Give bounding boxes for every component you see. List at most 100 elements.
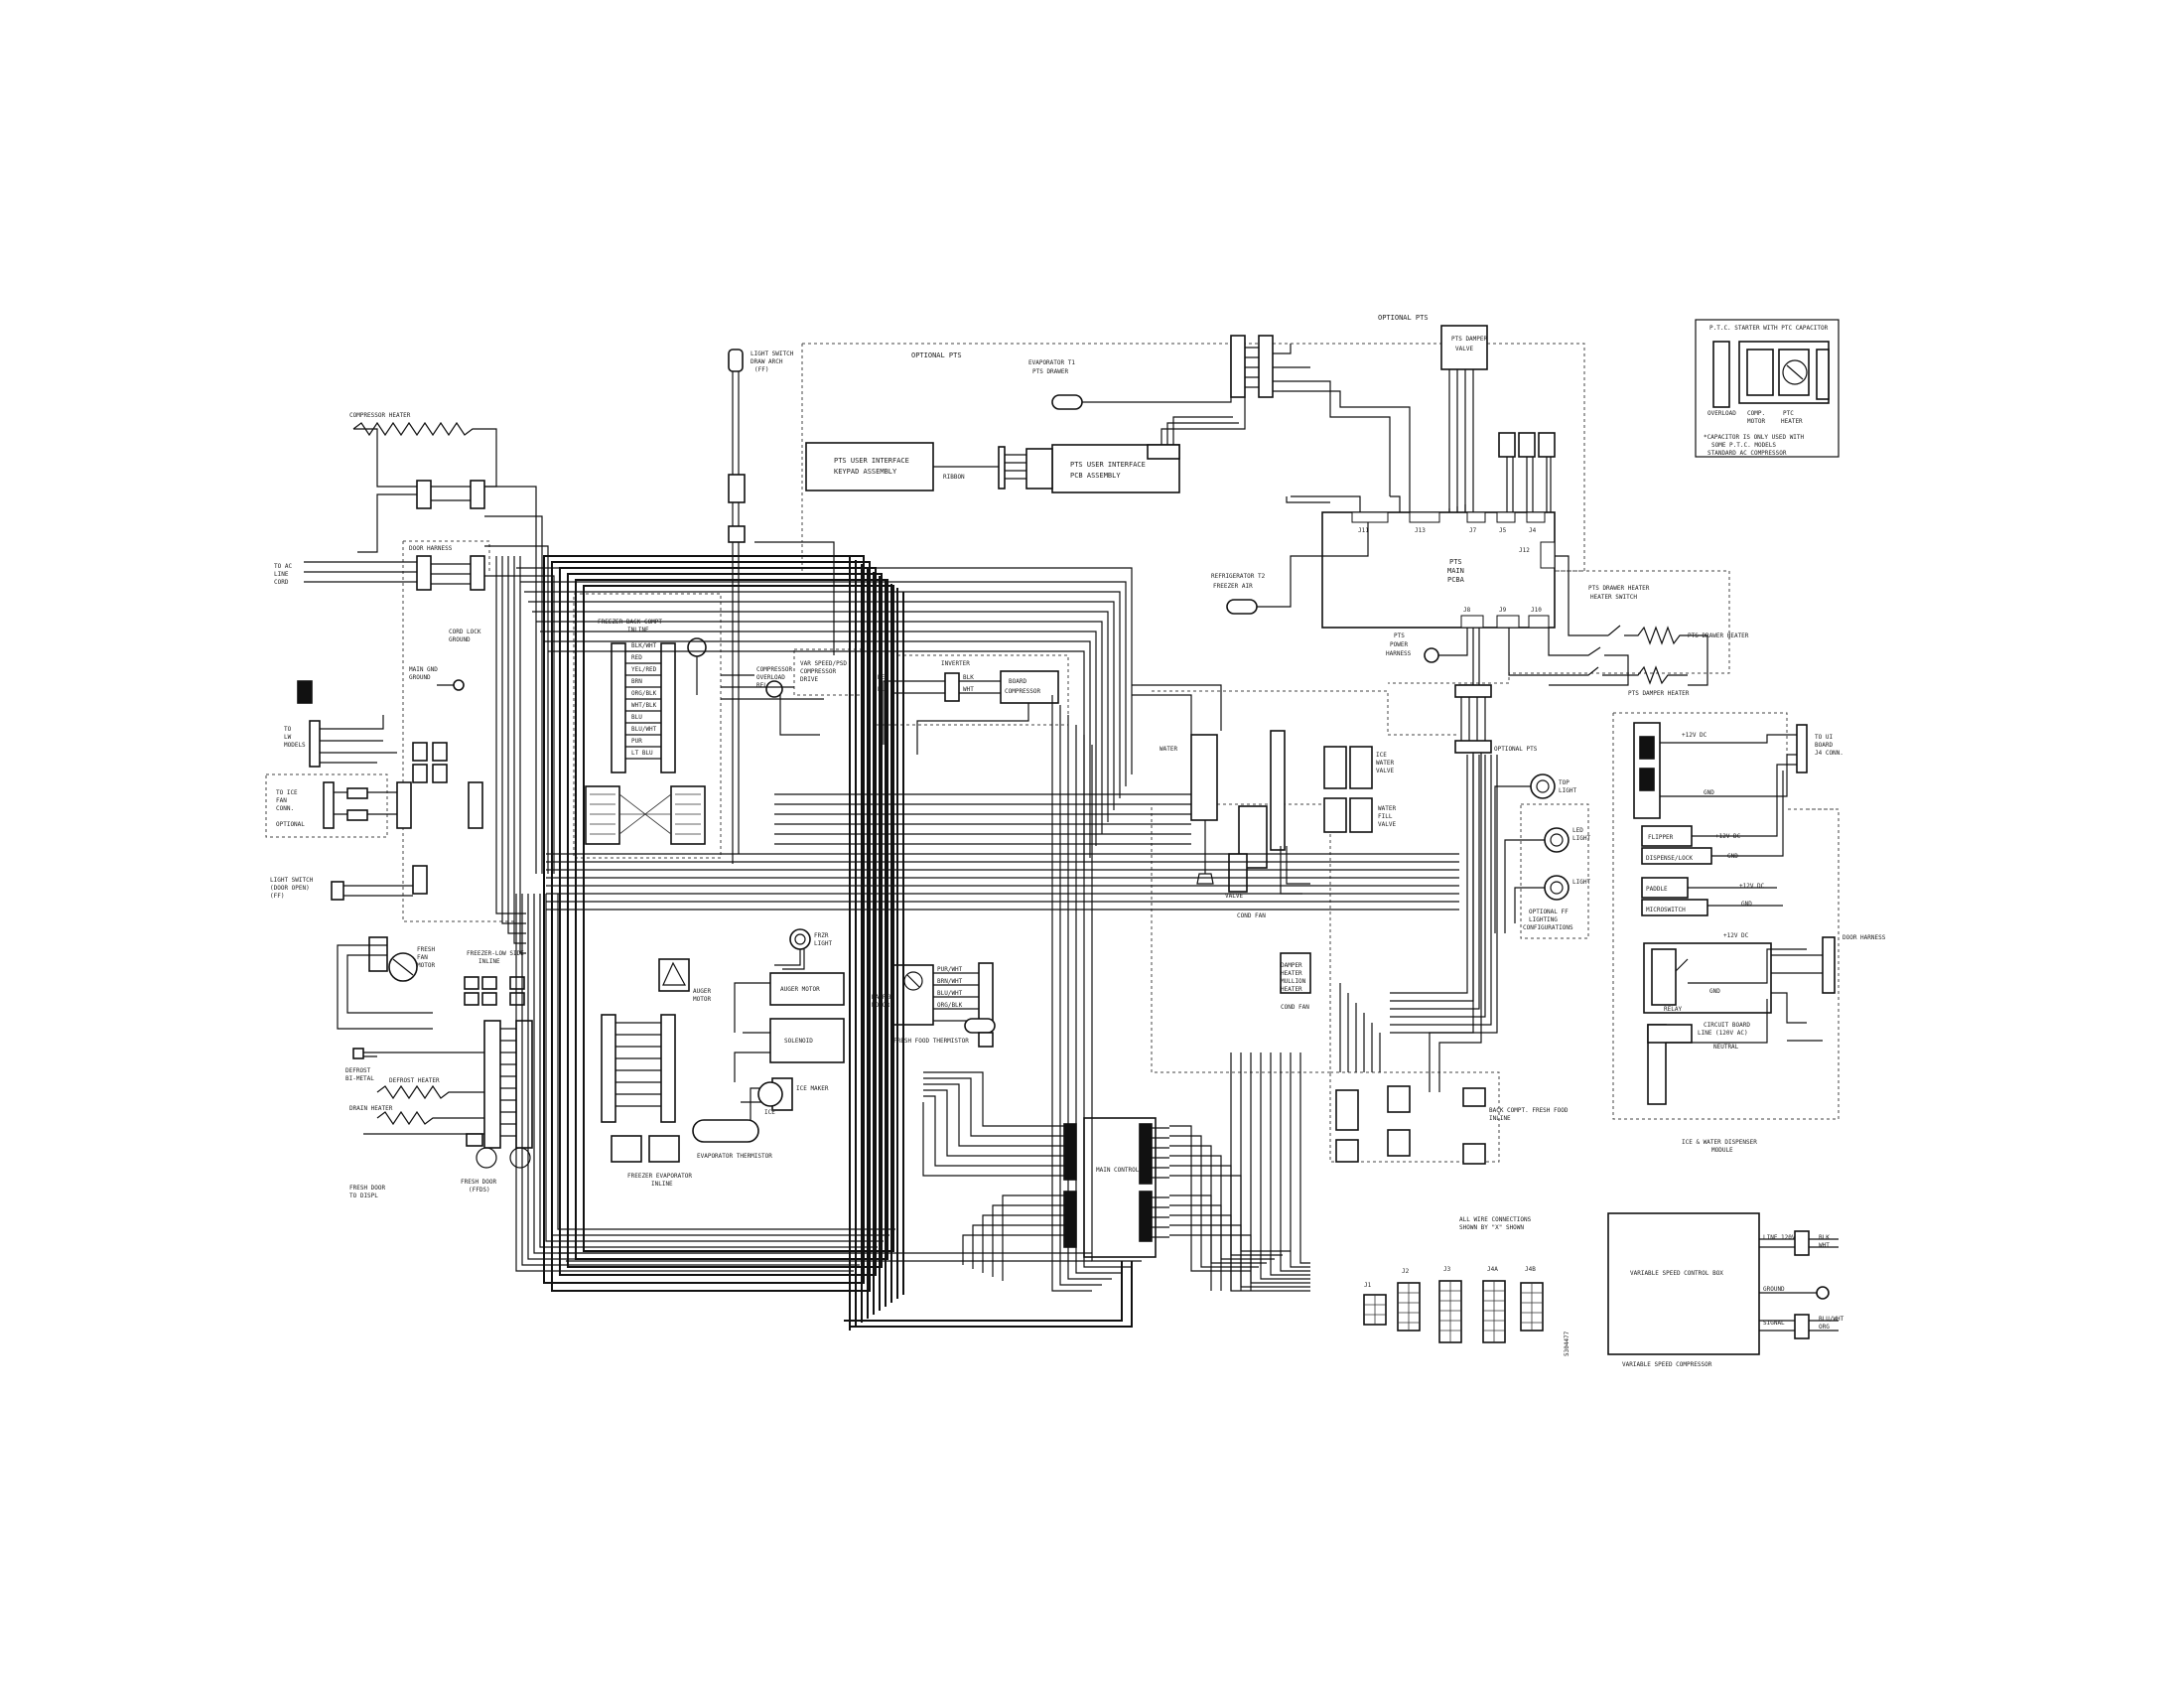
harness-wire — [1390, 755, 1498, 1034]
freezer-back-wire-yel: YEL/RED — [631, 666, 657, 673]
all-wire-label-2: SHOWN BY "X" SHOWN — [1459, 1224, 1524, 1231]
harness-wire — [484, 545, 549, 874]
drain-heater-label: DRAIN HEATER — [349, 1105, 393, 1112]
variable-speed-label-2: VARIABLE SPEED COMPRESSOR — [1622, 1361, 1712, 1368]
fan-connector-d — [432, 764, 448, 783]
inverter-wire-wht: WHT — [963, 686, 974, 693]
pts-j12-header — [1540, 541, 1556, 569]
keypad-label-2: KEYPAD ASSEMBLY — [834, 468, 897, 476]
water-fill-valve-b — [1349, 797, 1373, 833]
harness-wire — [532, 611, 1109, 822]
gnd-label-1: GND — [1704, 789, 1714, 796]
harness-wire — [583, 585, 894, 1252]
freezer-light-label: FRZR — [814, 932, 829, 939]
left-section: COMPRESSOR HEATER TO AC LINE CORD DOOR H… — [270, 412, 533, 1199]
gnd-label-4: GND — [1709, 988, 1720, 995]
variable-speed-label-1: VARIABLE SPEED CONTROL BOX — [1630, 1270, 1723, 1277]
fresh-food-thermistor-label: FRESH FOOD THERMISTOR — [893, 1038, 969, 1045]
harness-wire — [484, 515, 543, 874]
variable-speed-control-box — [1607, 1212, 1760, 1355]
main-j3-header — [1139, 1123, 1153, 1185]
freezer-back-label-2: INLINE — [627, 627, 649, 633]
harness-wire — [1059, 705, 1102, 1286]
vs-signal-label: SIGNAL — [1763, 1320, 1785, 1327]
harness-wire — [962, 1234, 1050, 1265]
pts-main-label-2: MAIN — [1447, 567, 1464, 575]
evaporator-t1-label: EVAPORATOR T1 — [1028, 359, 1075, 366]
led-light-label-2: LIGHT — [1572, 835, 1590, 842]
to-ui-label-1: TO UI — [1815, 734, 1833, 741]
back-compt-conn-f — [1462, 1143, 1486, 1165]
ice-fan-connector — [323, 781, 335, 829]
harness-wire — [539, 894, 878, 1248]
freezer-light-label-2: LIGHT — [814, 940, 832, 947]
legend-j4b: J4B — [1525, 1266, 1536, 1273]
light-switch: LIGHT SWITCH DRAW ARCH (FF) — [728, 349, 794, 864]
harness-wire — [551, 894, 889, 1236]
compressor-label-1: COMPRESSOR — [756, 666, 793, 673]
lw-connector — [309, 720, 321, 768]
ground-module — [297, 680, 313, 704]
vs-wire-blu: BLU/WHT — [1819, 1316, 1844, 1323]
back-compt: BACK COMPT. FRESH FOOD INLINE — [1335, 1085, 1569, 1165]
freezer-evap-label-1: FREEZER EVAPORATOR — [627, 1173, 692, 1180]
pts-relay-1 — [1498, 432, 1516, 458]
freezer-evap-label-2: INLINE — [651, 1181, 673, 1188]
led-light-2-icon — [1544, 875, 1570, 901]
main-j2-header — [1063, 1191, 1077, 1248]
defrost-bi-label-2: BI-METAL — [345, 1075, 374, 1082]
ptc-heater-box — [1778, 349, 1810, 396]
damper-heater-label-2: HEATER — [1281, 970, 1302, 977]
keypad-ribbon-connector — [998, 446, 1006, 490]
freezer-evap-plug-b — [648, 1135, 680, 1163]
fan-plug-d — [464, 992, 479, 1006]
circuit-board-label-2: LINE (120V AC) — [1698, 1030, 1748, 1037]
pts-j8-header — [1460, 615, 1484, 629]
harness-wire — [1067, 715, 1112, 1280]
to-ice-label-3: CONN. — [276, 805, 294, 812]
inverter-label-3: COMPRESSOR — [1005, 688, 1041, 695]
pts-j11-header — [1351, 511, 1389, 523]
harness-wire — [557, 894, 895, 1230]
harness-wire — [1169, 1165, 1283, 1256]
pts-main-label-3: PCBA — [1447, 576, 1465, 584]
auger-motor-label: AUGER MOTOR — [780, 986, 820, 993]
door-harness-right-label: DOOR HARNESS — [1843, 934, 1886, 941]
cord-lock-label-2: GROUND — [449, 636, 471, 643]
legend-j2: J2 — [1402, 1268, 1410, 1275]
paddle-switch-body — [1641, 899, 1708, 916]
harness-wire — [1169, 1175, 1291, 1252]
optional-lighting-label-1: OPTIONAL FF — [1529, 909, 1569, 915]
pts-j13-header — [1409, 511, 1440, 523]
ui-pcb-connector — [1025, 448, 1053, 490]
freezer-back-connector-b — [660, 642, 676, 773]
evap-thermistor-label: EVAPORATOR THERMISTOR — [697, 1153, 772, 1160]
freezer-low-inline-connector-b — [515, 1020, 533, 1149]
to-ac-label-2: LINE — [274, 571, 289, 578]
harness-wire — [1169, 1125, 1251, 1272]
vs-wire-wht: WHT — [1819, 1242, 1830, 1249]
harness-wire — [521, 894, 860, 1266]
ice-fan-conn-main — [396, 781, 412, 829]
fan-connector-c — [412, 764, 428, 783]
freezer-back-wire-org: ORG/BLK — [631, 690, 657, 697]
ptc-line-block — [1712, 341, 1730, 408]
freezer-low-inline-connector-a — [483, 1020, 501, 1149]
ptc-inset: P.T.C. STARTER WITH PTC CAPACITOR OVERLO… — [1695, 319, 1840, 458]
water-fill-label-2: FILL — [1378, 813, 1393, 820]
ptc-heater-label: PTC — [1783, 410, 1794, 417]
pts-connector-a — [1230, 335, 1246, 398]
damper-section: DAMPER MOTOR PUR/WHT BRN/WHT BLU/WHT ORG… — [872, 962, 996, 1048]
refrigerator-t2-label-2: FREEZER AIR — [1213, 583, 1253, 590]
var-speed-label-3: DRIVE — [800, 676, 818, 683]
comp-heater-conn-b — [470, 480, 485, 509]
ac-cord-connector-b — [470, 555, 485, 591]
j4-label: J4 — [1529, 527, 1537, 534]
vs-wire-org: ORG — [1819, 1324, 1830, 1331]
water-fill-label-3: VALVE — [1378, 821, 1396, 828]
harness-wire — [923, 1089, 1050, 1157]
fan-connector-b — [432, 742, 448, 762]
circuit-board-label-1: CIRCUIT BOARD — [1704, 1022, 1750, 1029]
inverter-wire-blk2: BLK — [963, 674, 974, 681]
fresh-door-label-1: FRESH DOOR — [349, 1185, 386, 1192]
